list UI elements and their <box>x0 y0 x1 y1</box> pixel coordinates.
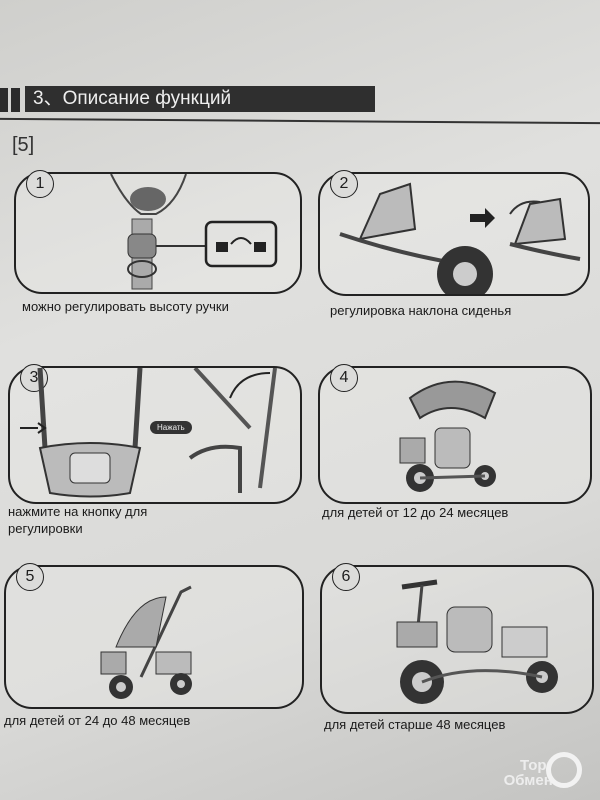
tricycle-illustration <box>100 585 192 699</box>
watermark: Торг Обмен <box>504 757 553 788</box>
caption: для детей от 12 до 24 месяцев <box>322 505 509 520</box>
caption: регулировки <box>8 521 83 536</box>
header-decor-bar <box>0 88 8 112</box>
step-number: 2 <box>330 170 358 198</box>
step-number: 4 <box>330 364 358 392</box>
caption: регулировка наклона сиденья <box>330 303 512 318</box>
watermark-logo-icon <box>546 752 582 788</box>
watermark-line1: Торг <box>520 757 553 774</box>
step-number: 1 <box>26 170 54 198</box>
panel-age-12-24: 4 <box>318 364 592 504</box>
caption: для детей от 24 до 48 месяцев <box>4 713 191 728</box>
step-number: 5 <box>16 563 44 591</box>
caption: нажмите на кнопку для <box>8 504 148 519</box>
tricycle-illustration <box>396 579 558 704</box>
panel-age-48-plus: 6 <box>320 563 594 714</box>
section-number: [5] <box>12 134 35 156</box>
canopy-illustration <box>20 368 277 498</box>
watermark-line2: Обмен <box>503 772 553 789</box>
press-label: Нажать <box>150 421 192 434</box>
caption: для детей старше 48 месяцев <box>324 717 506 732</box>
seat-illustration <box>339 182 581 294</box>
page-title: 3、Описание функций <box>25 86 375 112</box>
step-number: 6 <box>332 563 360 591</box>
panel-press-button: 3 Нажать <box>8 364 302 504</box>
divider <box>0 117 600 124</box>
tricycle-illustration <box>399 380 497 492</box>
handle-illustration <box>110 174 278 290</box>
caption: можно регулировать высоту ручки <box>22 299 229 314</box>
panel-age-24-48: 5 <box>4 563 304 709</box>
header-decor-bar <box>11 88 20 112</box>
panel-handle-height: 1 <box>14 170 302 294</box>
panel-seat-recline: 2 <box>318 170 590 296</box>
